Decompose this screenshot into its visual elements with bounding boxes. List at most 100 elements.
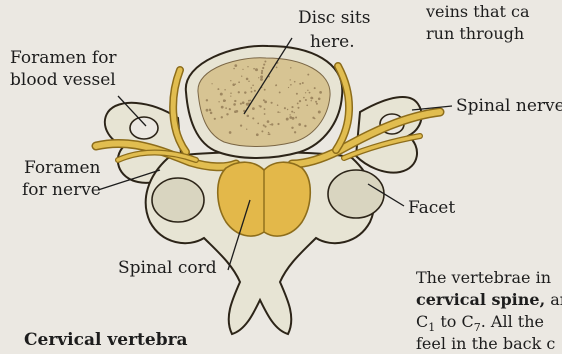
disc-speckle xyxy=(291,106,293,108)
disc-speckle xyxy=(268,132,269,133)
disc-speckle xyxy=(277,111,279,113)
disc-speckle xyxy=(225,107,227,109)
disc-speckle xyxy=(294,131,296,133)
left-facet xyxy=(152,178,204,222)
disc-speckle xyxy=(316,103,318,105)
disc-speckle xyxy=(260,75,263,78)
disc-speckle xyxy=(252,117,254,119)
disc-surface xyxy=(198,58,330,147)
disc-speckle xyxy=(314,118,316,120)
disc-speckle xyxy=(229,131,232,134)
subscript-7: 7 xyxy=(474,321,481,334)
disc-speckle xyxy=(261,72,263,74)
disc-speckle xyxy=(221,116,223,118)
left-vessel-foramen xyxy=(130,117,158,139)
right-facet xyxy=(328,170,384,218)
top-right-text-line2: run through xyxy=(426,24,524,44)
disc-speckle xyxy=(246,129,247,130)
disc-speckle xyxy=(297,107,299,109)
disc-speckle xyxy=(251,87,253,89)
disc-speckle xyxy=(299,83,301,85)
to-text: to C xyxy=(435,312,473,331)
disc-speckle xyxy=(242,101,245,104)
disc-speckle xyxy=(318,111,321,114)
disc-speckle xyxy=(287,109,288,110)
disc-speckle xyxy=(315,101,317,103)
disc-speckle xyxy=(290,84,292,86)
disc-speckle xyxy=(304,125,306,127)
disc-speckle xyxy=(286,118,289,121)
disc-speckle xyxy=(298,123,301,126)
label-foramen-vessel-line1: Foramen for xyxy=(10,48,117,69)
disc-speckle xyxy=(247,66,248,67)
label-foramen-nerve-line2: for nerve xyxy=(22,180,101,201)
disc-speckle xyxy=(294,81,296,83)
c-letter: C xyxy=(416,312,428,331)
disc-speckle xyxy=(302,82,304,84)
disc-speckle xyxy=(230,95,231,96)
disc-speckle xyxy=(238,81,240,83)
disc-speckle xyxy=(319,91,322,94)
disc-speckle xyxy=(211,83,212,84)
disc-speckle xyxy=(234,110,237,113)
disc-speckle xyxy=(299,100,301,102)
disc-speckle xyxy=(264,126,266,128)
disc-speckle xyxy=(256,133,259,136)
disc-speckle xyxy=(238,91,240,93)
bottom-right-text-line4: feel in the back c xyxy=(416,334,555,354)
disc-speckle xyxy=(263,124,265,126)
disc-speckle xyxy=(229,108,231,110)
label-spinal-nerve: Spinal nerve xyxy=(456,96,562,117)
label-facet: Facet xyxy=(408,198,455,219)
disc-speckle xyxy=(206,99,208,101)
bottom-right-text-line2: cervical spine, ar xyxy=(416,290,562,310)
disc-speckle xyxy=(210,112,213,115)
disc-speckle xyxy=(271,123,273,125)
disc-speckle xyxy=(206,109,209,112)
label-disc-line1: Disc sits xyxy=(298,8,370,29)
disc-speckle xyxy=(294,112,295,113)
disc-speckle xyxy=(262,67,264,69)
disc-speckle xyxy=(312,97,313,98)
disc-speckle xyxy=(289,114,290,115)
disc-speckle xyxy=(233,68,235,70)
disc-speckle xyxy=(279,91,281,93)
disc-speckle xyxy=(252,85,254,87)
disc-speckle xyxy=(269,133,271,135)
disc-speckle xyxy=(296,93,298,95)
disc-speckle xyxy=(289,116,292,119)
disc-speckle xyxy=(261,70,263,72)
disc-speckle xyxy=(263,64,265,66)
disc-speckle xyxy=(217,88,219,90)
disc-speckle xyxy=(309,92,311,94)
disc-speckle xyxy=(270,124,271,125)
disc-speckle xyxy=(307,74,309,76)
disc-speckle xyxy=(242,69,243,70)
disc-speckle xyxy=(232,83,235,86)
disc-speckle xyxy=(307,90,308,91)
disc-speckle xyxy=(318,98,321,101)
disc-speckle xyxy=(246,78,249,81)
disc-speckle xyxy=(257,123,259,125)
disc-speckle xyxy=(264,108,266,110)
disc-speckle xyxy=(220,93,223,96)
label-spinal-cord: Spinal cord xyxy=(118,258,217,279)
disc-speckle xyxy=(221,106,224,109)
disc-speckle xyxy=(223,99,225,101)
disc-speckle xyxy=(224,89,226,91)
disc-speckle xyxy=(226,113,228,115)
disc-speckle xyxy=(264,101,267,104)
spinal-cord xyxy=(218,162,311,236)
disc-speckle xyxy=(248,100,250,102)
vertebral-body xyxy=(186,46,343,158)
disc-speckle xyxy=(271,102,273,104)
line2-rest: ar xyxy=(545,290,562,309)
disc-speckle xyxy=(240,124,242,126)
disc-speckle xyxy=(263,99,265,101)
disc-speckle xyxy=(267,120,270,123)
disc-speckle xyxy=(284,107,286,109)
disc-speckle xyxy=(306,104,308,106)
disc-speckle xyxy=(253,68,255,70)
disc-speckle xyxy=(230,93,231,94)
top-right-text-line1: veins that ca xyxy=(426,2,530,22)
